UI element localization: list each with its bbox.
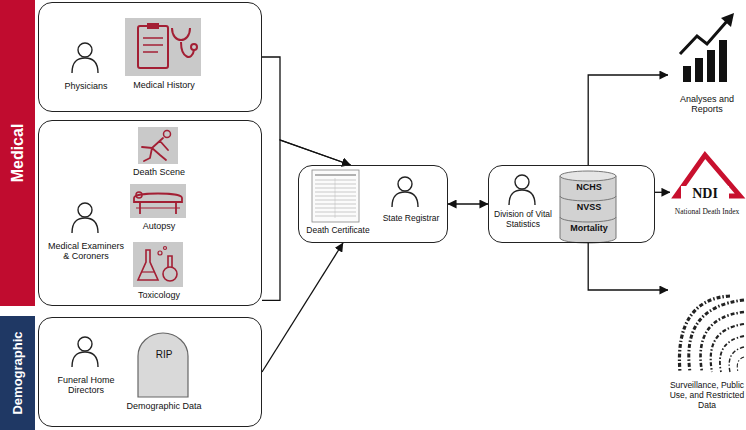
node-label: National Death Index: [670, 208, 744, 217]
node-label: Mortality: [560, 223, 618, 233]
output-node: NDI National Death Index: [670, 150, 746, 235]
connector-arrow: [655, 192, 670, 193]
medical-history-icon: [125, 18, 201, 76]
node-label: NCHS: [560, 182, 618, 192]
person-icon: [72, 43, 98, 73]
binary-swirl-image: [679, 296, 744, 372]
person-icon: [392, 177, 418, 207]
node-label: Division of Vital Statistics: [490, 210, 556, 230]
node-label: Medical History: [121, 80, 207, 90]
node-label: Death Certificate: [300, 226, 376, 236]
node-label: Surveillance, Public Use, and Restricted…: [669, 381, 745, 410]
registrar-box: Death Certificate State Registrar: [298, 165, 448, 243]
node-label: Toxicology: [119, 290, 199, 300]
node-label: Analyses and Reports: [670, 94, 744, 115]
person-icon: [72, 203, 98, 233]
source-box: Funeral Home Directors RIP Demographic Dat…: [38, 317, 262, 427]
node-label: RIP: [144, 349, 184, 361]
node-label: State Registrar: [375, 214, 447, 224]
death-certificate-form: [312, 170, 359, 222]
gravestone-icon: [138, 333, 188, 397]
output-node: Surveillance, Public Use, and Restricted…: [668, 280, 746, 425]
category-band: Medical: [0, 0, 35, 306]
database-node: NCHS NVSS Mortality: [558, 171, 620, 243]
node-label: Death Scene: [119, 167, 199, 177]
node-label: Physicians: [46, 81, 126, 91]
connector-arrow: [448, 203, 488, 204]
node-label: Demographic Data: [119, 401, 209, 411]
autopsy-icon: [130, 184, 186, 218]
connector-arrow: [262, 243, 343, 372]
node-label: Autopsy: [119, 221, 199, 231]
category-label: Demographic: [10, 331, 25, 414]
node-label: NVSS: [560, 202, 618, 212]
source-box: PhysiciansMedical History: [38, 2, 262, 112]
chart-icon: [680, 13, 734, 82]
node-label: NDI: [681, 186, 729, 202]
output-node: Analyses and Reports: [668, 0, 746, 130]
node-label: Medical Examiners & Coroners: [46, 241, 126, 262]
vital-statistics-box: Division of Vital Statistics NCHS NVSS Mort…: [488, 165, 655, 243]
source-box: Medical Examiners & Coroners Death SceneA…: [38, 120, 262, 306]
connector-arrow: [588, 243, 668, 290]
person-icon: [509, 175, 535, 205]
category-band: Demographic: [0, 316, 35, 430]
node-label: Funeral Home Directors: [46, 375, 126, 396]
death-scene-icon: [138, 127, 178, 164]
toxicology-icon: [133, 242, 183, 287]
person-icon: [72, 337, 98, 367]
connector-arrow: [588, 75, 668, 165]
category-label: Medical: [8, 124, 26, 183]
